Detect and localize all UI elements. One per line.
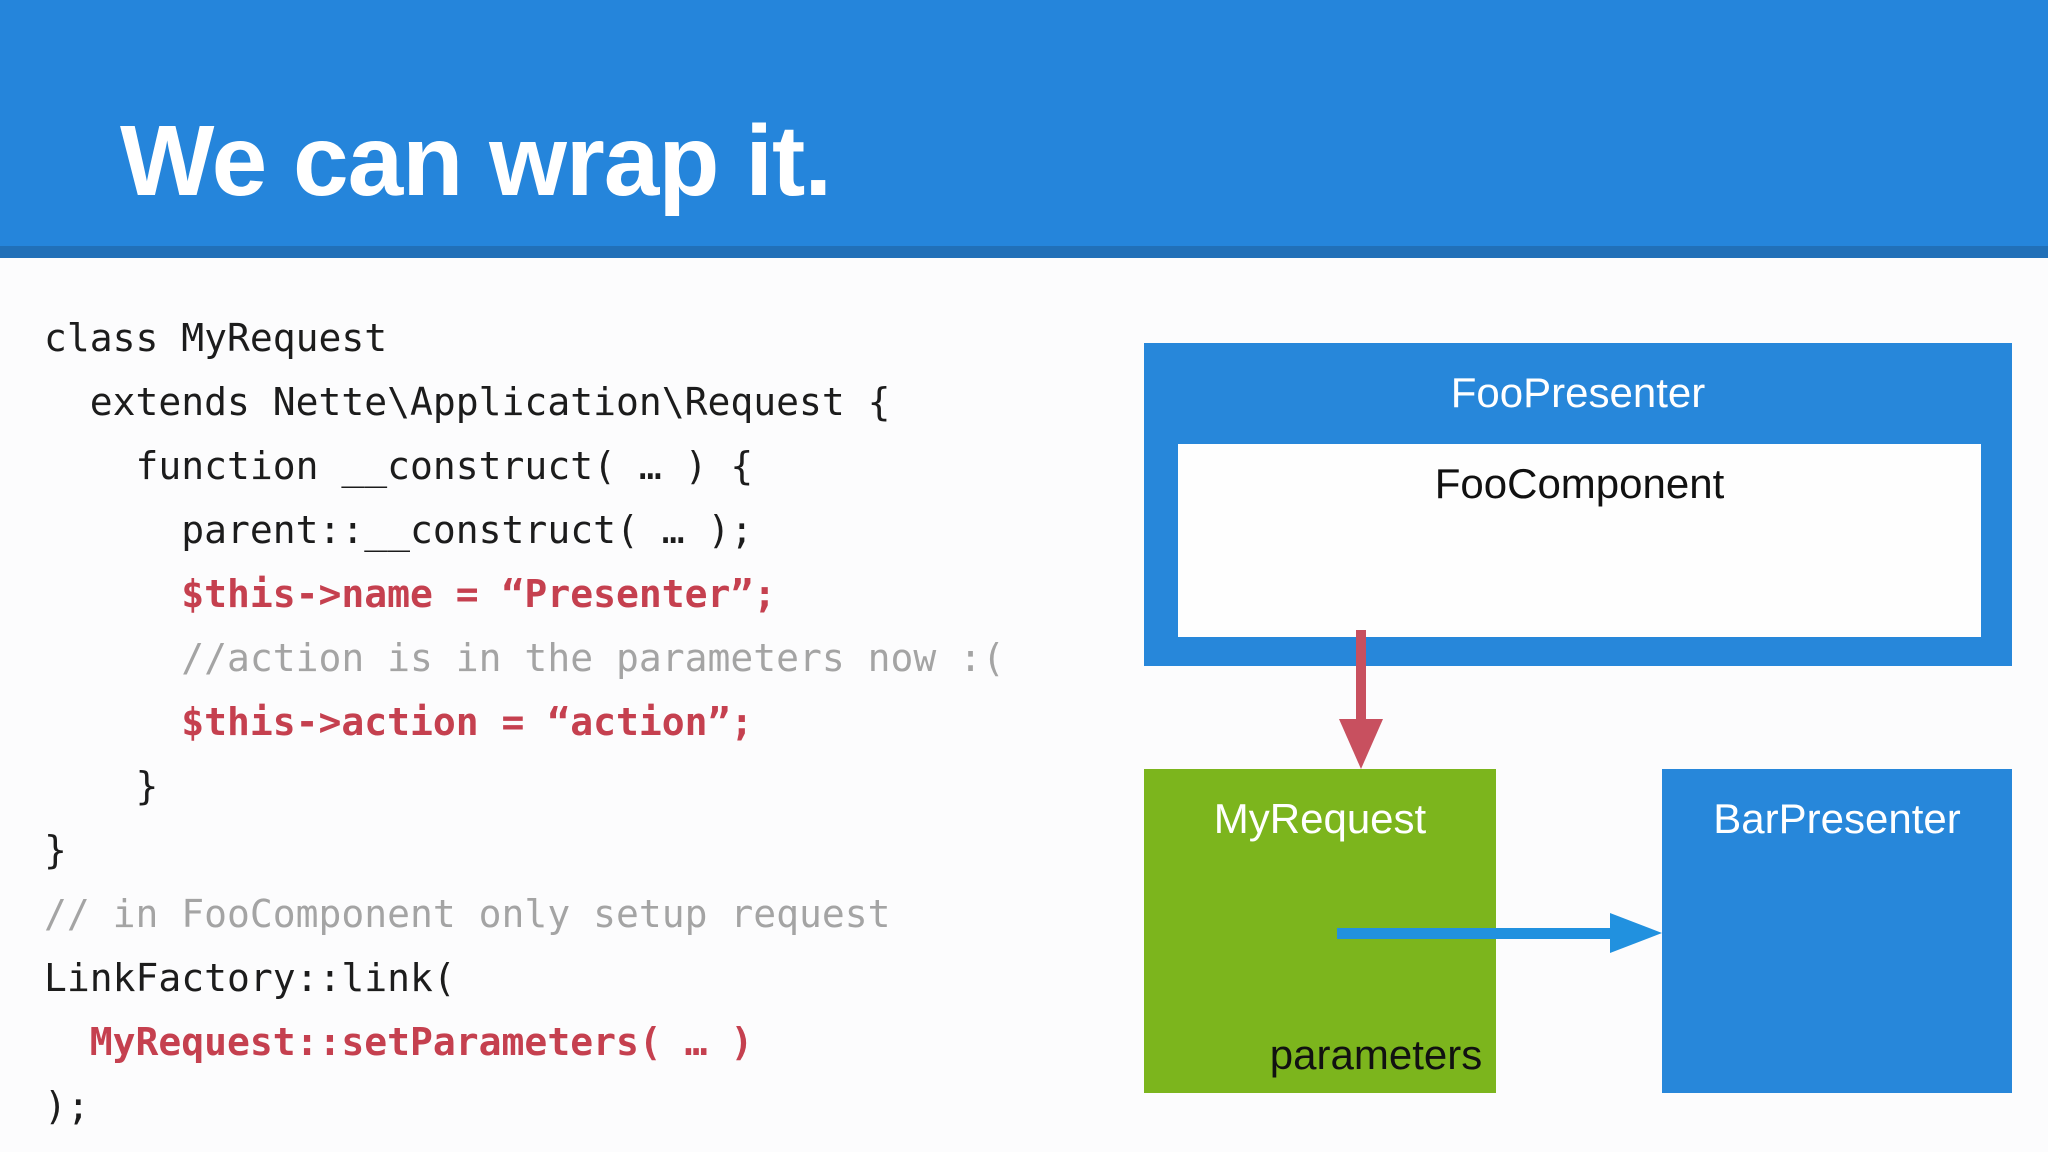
code-line: MyRequest::setParameters( … ) [44, 1020, 754, 1064]
code-line: function __construct( … ) { [44, 444, 754, 488]
parameters-caption: parameters [1269, 1031, 1483, 1078]
code-line: class MyRequest [44, 316, 388, 360]
code-line: $this->action = “action”; [44, 700, 754, 744]
foo-presenter-box: FooPresenter FooComponent [1144, 343, 2012, 666]
down-arrow-shaft [1356, 630, 1366, 720]
code-line: } [44, 764, 159, 808]
slide-header: We can wrap it. [0, 0, 2048, 246]
header-accent-stripe [0, 246, 2048, 258]
right-arrow-icon [1610, 913, 1662, 953]
code-line: parent::__construct( … ); [44, 508, 754, 552]
foo-component-box: FooComponent [1178, 444, 1981, 637]
my-request-label: MyRequest [1213, 795, 1427, 842]
bar-presenter-box: BarPresenter [1662, 769, 2012, 1093]
code-line: ); [44, 1084, 90, 1128]
right-arrow-shaft [1337, 928, 1610, 939]
code-line: // in FooComponent only setup request [44, 892, 891, 936]
code-block: class MyRequest extends Nette\Applicatio… [44, 306, 1005, 1138]
code-line: extends Nette\Application\Request { [44, 380, 891, 424]
foo-component-label: FooComponent [1434, 460, 1725, 507]
down-arrow-icon [1339, 719, 1383, 769]
page-title: We can wrap it. [120, 105, 832, 217]
code-line: LinkFactory::link( [44, 956, 456, 1000]
bar-presenter-label: BarPresenter [1713, 795, 1961, 842]
foo-presenter-label: FooPresenter [1450, 369, 1706, 416]
code-line: } [44, 828, 67, 872]
code-line: //action is in the parameters now :( [44, 636, 1005, 680]
code-line: $this->name = “Presenter”; [44, 572, 777, 616]
